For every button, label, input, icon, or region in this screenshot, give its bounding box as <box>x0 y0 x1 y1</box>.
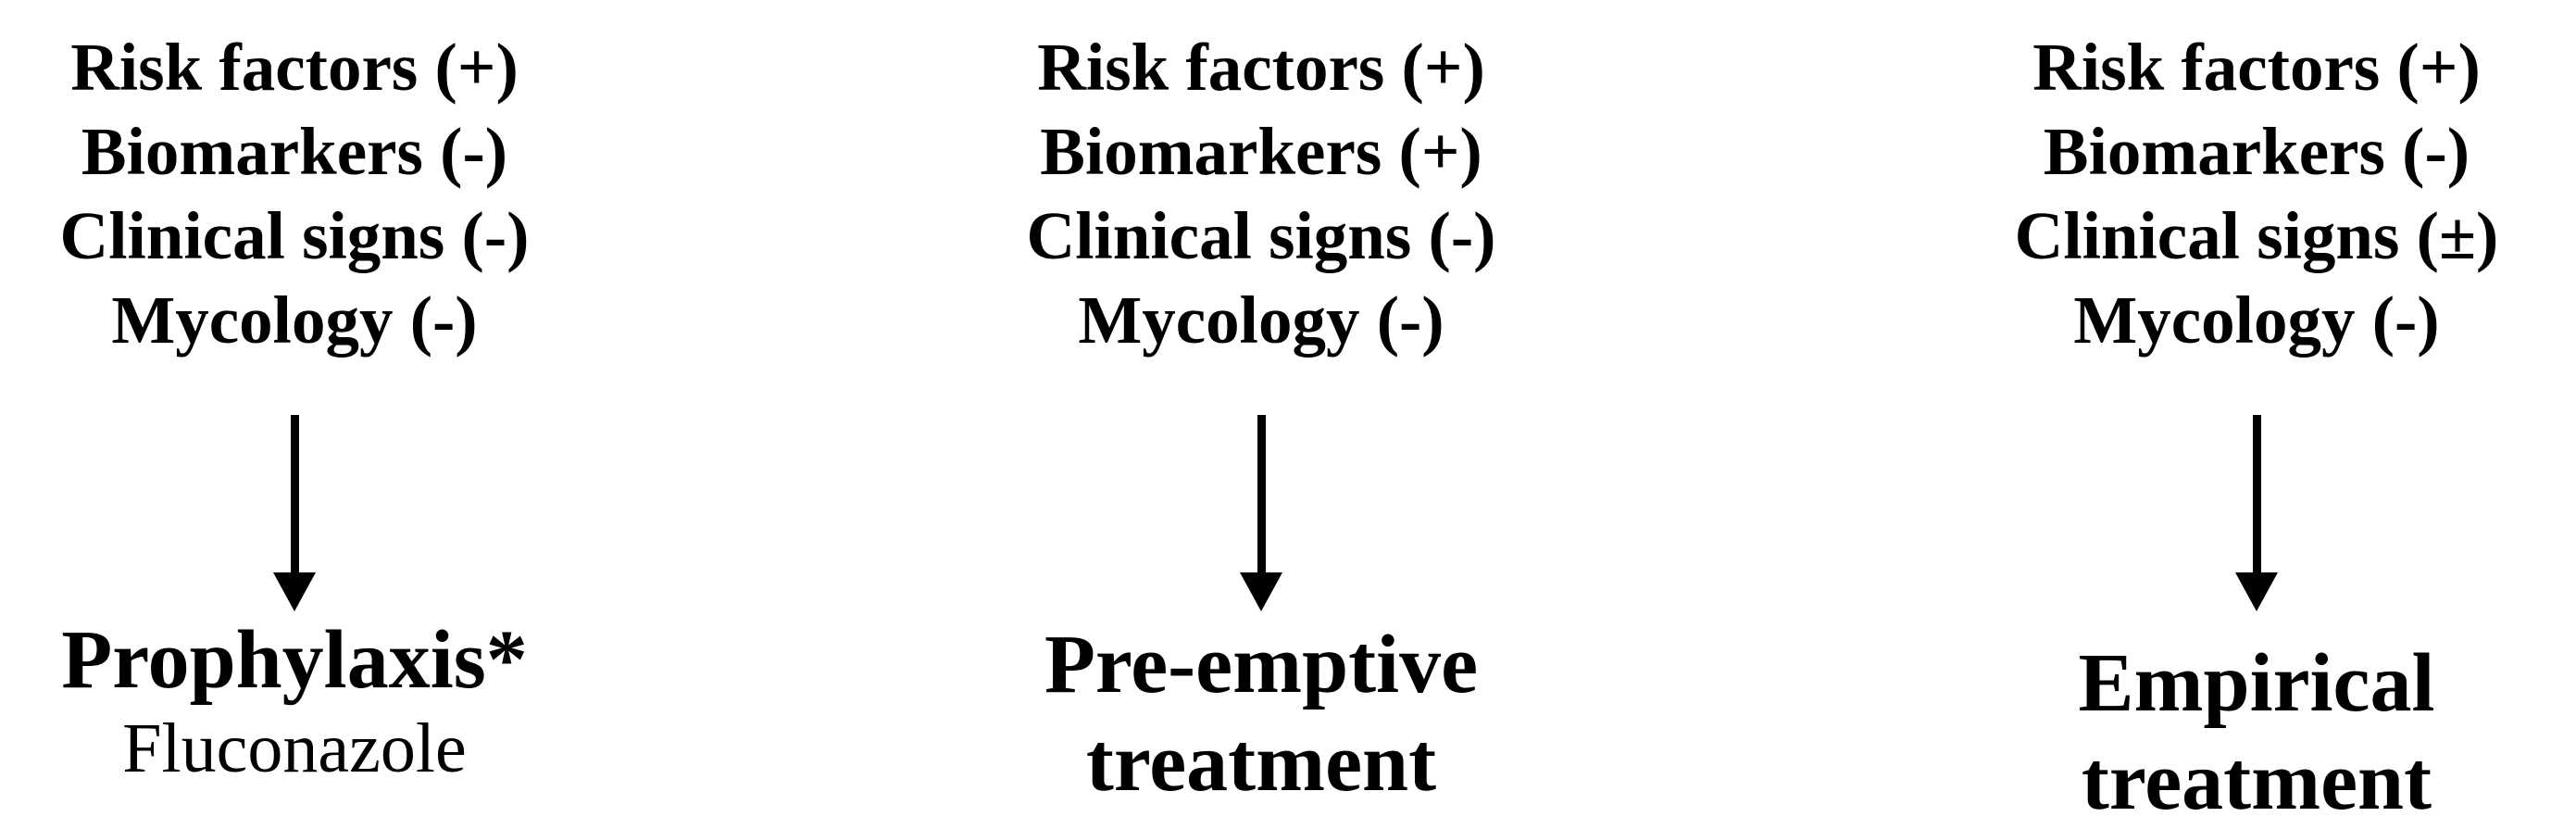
criteria-list: Risk factors (+) Biomarkers (-) Clinical… <box>35 0 554 362</box>
criteria-risk-factors: Risk factors (+) <box>70 30 519 105</box>
arrow-head <box>2235 572 2278 611</box>
outcome-label: Prophylaxis* <box>35 611 554 710</box>
outcome-label: Pre-emptive treatment <box>1002 616 1520 812</box>
outcome-line: Prophylaxis* <box>61 614 528 706</box>
criteria-risk-factors: Risk factors (+) <box>1037 30 1485 105</box>
arrow-head <box>273 572 316 611</box>
drug-label: Fluconazole <box>122 710 467 787</box>
arrow-down-icon <box>1002 415 1520 611</box>
criteria-biomarkers: Biomarkers (-) <box>81 114 508 189</box>
arrow-shaft <box>290 415 299 572</box>
arrow-down-icon <box>1997 415 2516 611</box>
criteria-mycology: Mycology (-) <box>111 283 478 358</box>
outcome-label: Empirical treatment <box>1997 634 2516 829</box>
outcome-line: Pre-emptive <box>1044 619 1479 710</box>
arrow-head <box>1240 572 1282 611</box>
criteria-clinical-signs: Clinical signs (-) <box>59 198 530 273</box>
criteria-clinical-signs: Clinical signs (-) <box>1026 198 1496 273</box>
criteria-list: Risk factors (+) Biomarkers (-) Clinical… <box>1997 0 2516 362</box>
criteria-mycology: Mycology (-) <box>1078 283 1444 358</box>
outcome-line: Empirical <box>2078 637 2435 729</box>
criteria-biomarkers: Biomarkers (-) <box>2043 114 2470 189</box>
column-pre-emptive-treatment: Risk factors (+) Biomarkers (+) Clinical… <box>1002 0 1520 812</box>
criteria-mycology: Mycology (-) <box>2073 283 2440 358</box>
criteria-list: Risk factors (+) Biomarkers (+) Clinical… <box>1002 0 1520 362</box>
criteria-clinical-signs: Clinical signs (±) <box>2014 198 2499 273</box>
outcome-line: treatment <box>1085 717 1437 809</box>
criteria-biomarkers: Biomarkers (+) <box>1040 114 1482 189</box>
column-prophylaxis: Risk factors (+) Biomarkers (-) Clinical… <box>35 0 554 787</box>
arrow-shaft <box>2252 415 2261 572</box>
arrow-shaft <box>1257 415 1266 572</box>
criteria-risk-factors: Risk factors (+) <box>2032 30 2481 105</box>
outcome-line: treatment <box>2081 735 2432 827</box>
column-empirical-treatment: Risk factors (+) Biomarkers (-) Clinical… <box>1997 0 2516 829</box>
arrow-down-icon <box>35 415 554 611</box>
